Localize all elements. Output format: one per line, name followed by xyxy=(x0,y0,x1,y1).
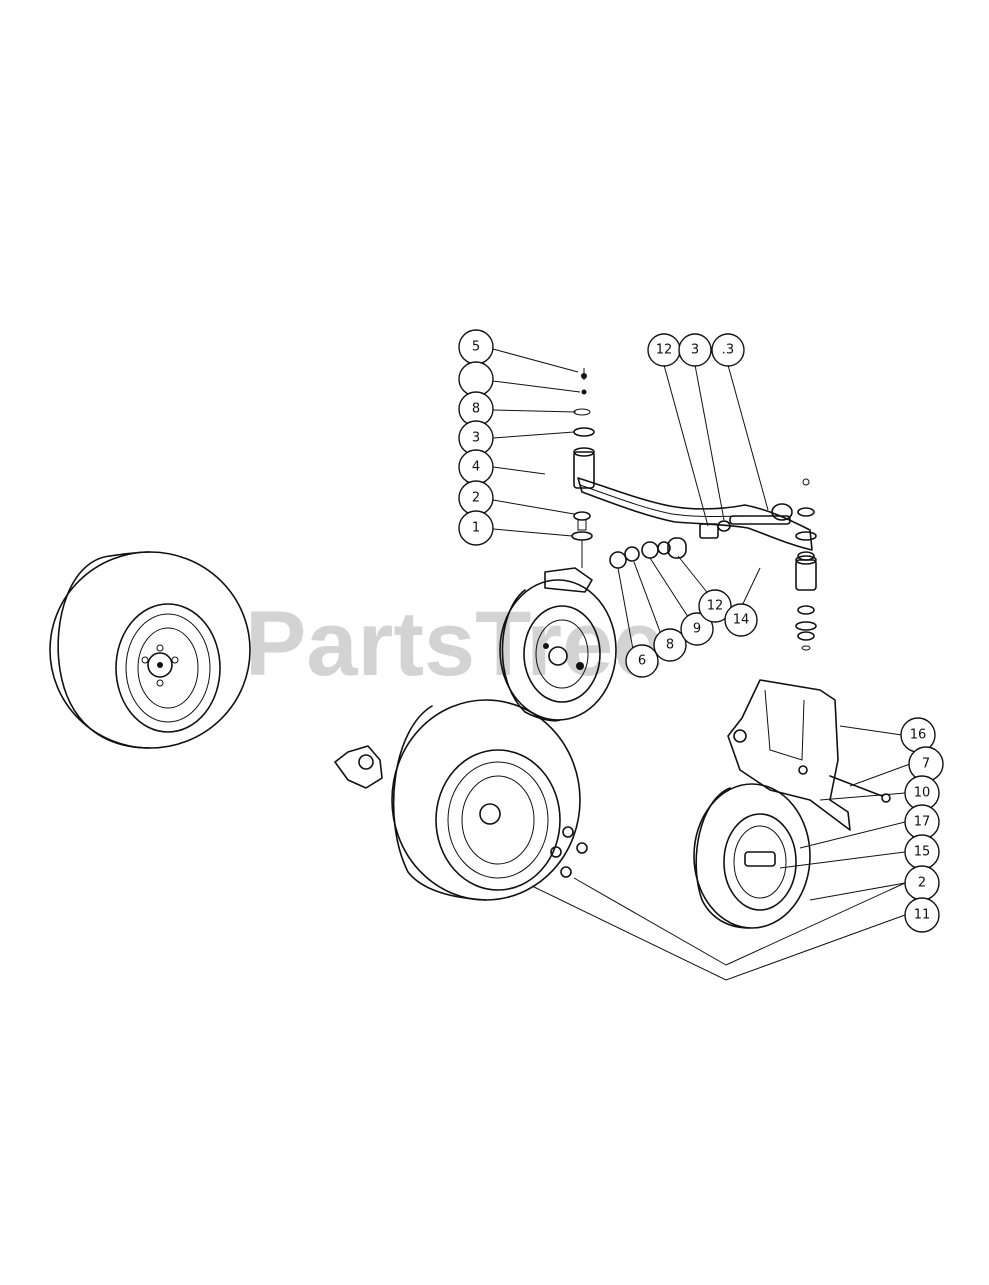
callout-blank xyxy=(458,361,494,397)
watermark: PartsTree xyxy=(245,593,664,695)
svg-text:4: 4 xyxy=(472,460,480,475)
callout-15: 15 xyxy=(904,834,940,870)
svg-text:8: 8 xyxy=(472,402,480,417)
callout-12-mid: 12 xyxy=(698,589,732,623)
svg-text:11: 11 xyxy=(914,908,931,923)
right-pivot-hardware xyxy=(795,478,817,651)
left-pivot-hardware xyxy=(571,368,595,568)
wheel-center-rear xyxy=(334,699,588,901)
callout-4: 4 xyxy=(458,449,494,485)
callout-6: 6 xyxy=(625,644,659,678)
caster-fork-right xyxy=(693,679,891,929)
callout-14: 14 xyxy=(724,603,758,637)
svg-text:17: 17 xyxy=(914,815,931,830)
svg-text:9: 9 xyxy=(693,622,701,637)
svg-text:5: 5 xyxy=(472,340,480,355)
svg-text:3: 3 xyxy=(691,343,699,358)
callout-1: 1 xyxy=(458,510,494,546)
middle-bushings xyxy=(609,537,687,569)
callout-9: 9 xyxy=(680,612,714,646)
wheel-left xyxy=(49,551,251,749)
svg-text:2: 2 xyxy=(472,491,480,506)
svg-text:12: 12 xyxy=(707,599,724,614)
svg-text:1: 1 xyxy=(472,521,480,536)
svg-text:2: 2 xyxy=(918,876,926,891)
callout-2: 2 xyxy=(458,480,494,516)
callout-13-top: .3 xyxy=(711,333,745,367)
callout-11: 11 xyxy=(904,897,940,933)
svg-text:6: 6 xyxy=(638,654,646,669)
svg-text:3: 3 xyxy=(472,431,480,446)
callout-8-mid: 8 xyxy=(653,628,687,662)
callout-12-top: 12 xyxy=(647,333,681,367)
svg-text:16: 16 xyxy=(910,728,927,743)
callout-17: 17 xyxy=(904,804,940,840)
wheel-caster-front xyxy=(499,567,617,722)
svg-text:12: 12 xyxy=(656,343,673,358)
callout-3-top: 3 xyxy=(678,333,712,367)
leader-lines xyxy=(492,348,911,981)
svg-text:.3: .3 xyxy=(722,343,734,358)
axle-beam xyxy=(573,447,817,591)
callout-5: 5 xyxy=(458,329,494,365)
svg-text:8: 8 xyxy=(666,638,674,653)
callout-2-right: 2 xyxy=(904,865,940,901)
svg-text:15: 15 xyxy=(914,845,931,860)
svg-text:10: 10 xyxy=(914,786,931,801)
callout-10: 10 xyxy=(904,775,940,811)
svg-text:7: 7 xyxy=(922,757,930,772)
svg-text:14: 14 xyxy=(733,613,750,628)
